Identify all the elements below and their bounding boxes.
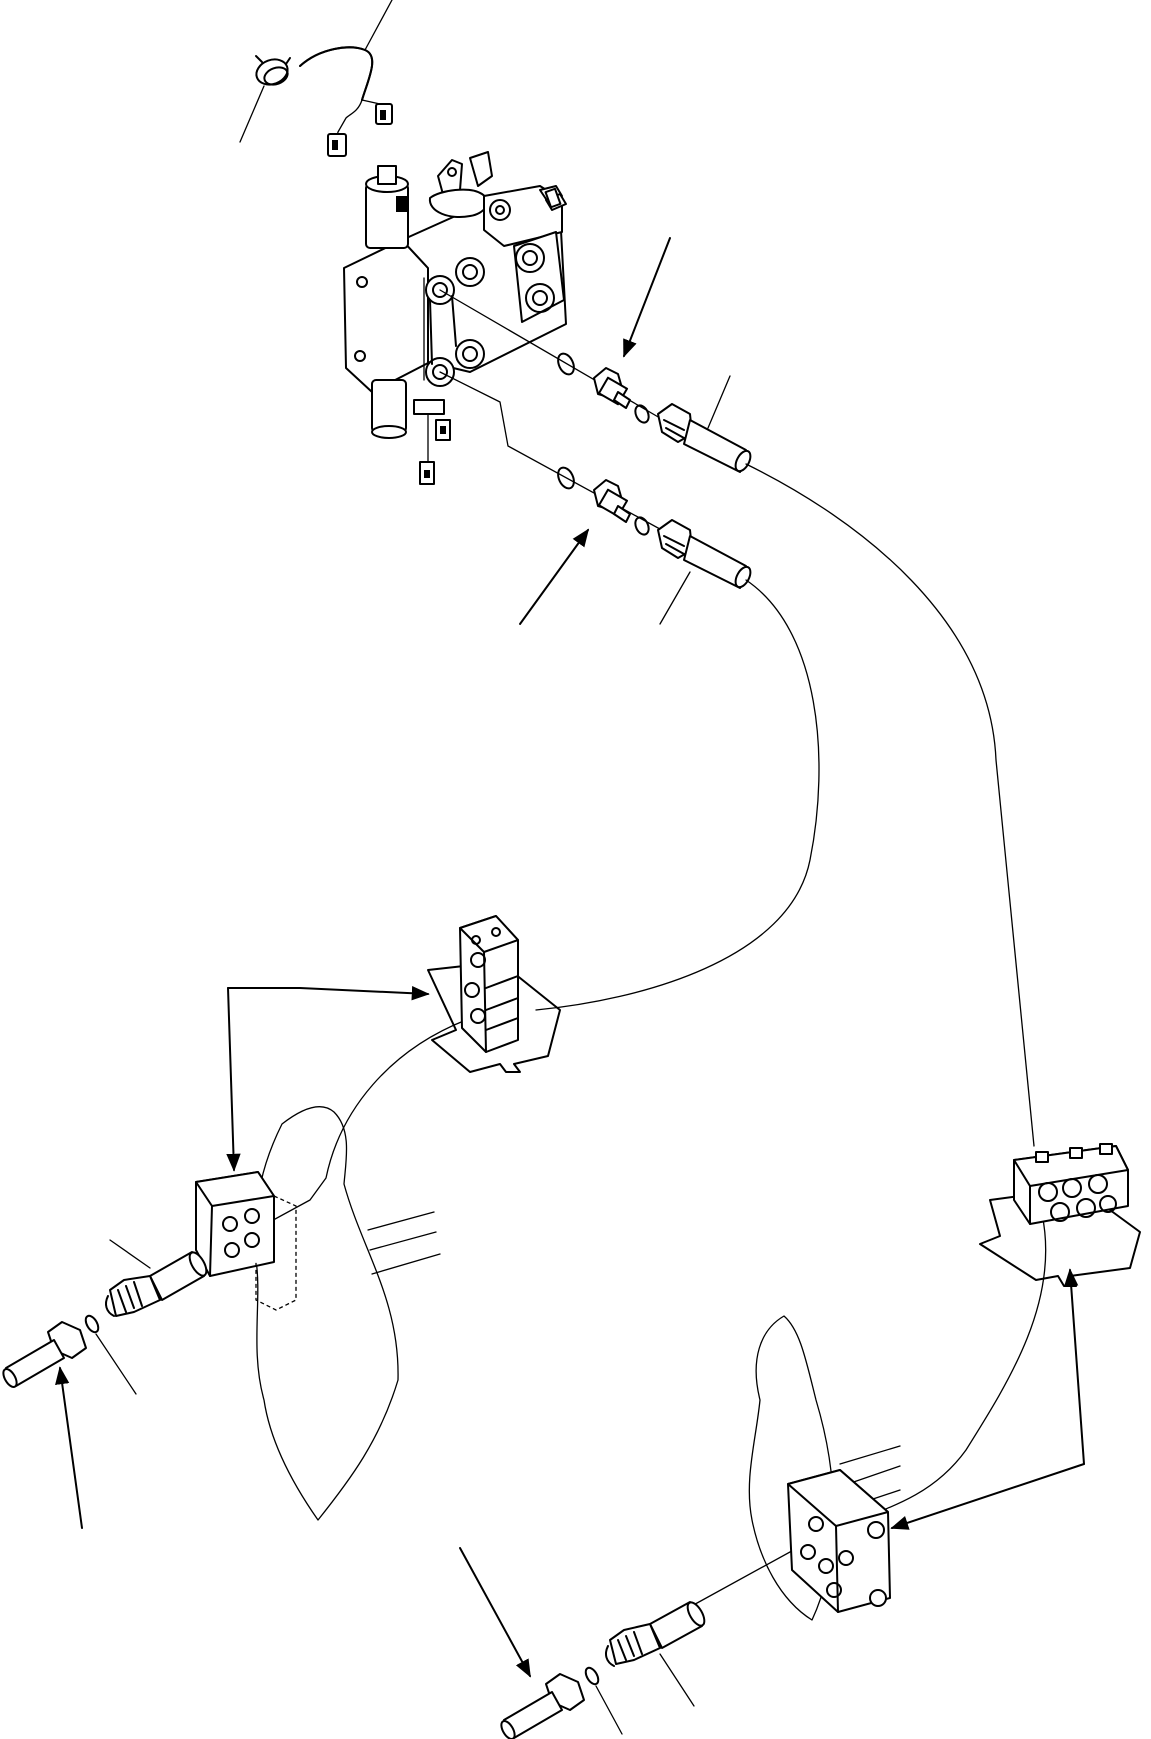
hose-assembly bbox=[657, 519, 752, 589]
arrow-fitting-left bbox=[55, 1366, 83, 1529]
arrow-clamp-block bbox=[227, 986, 430, 1001]
bulkhead-plate bbox=[195, 1171, 297, 1311]
control-valve bbox=[343, 151, 567, 485]
leader-line-oring-right bbox=[595, 1685, 623, 1735]
hose-clamp-block bbox=[427, 915, 561, 1073]
adapter-fitting bbox=[593, 479, 631, 523]
leader-line-harness bbox=[364, 0, 393, 51]
hose-clamp bbox=[255, 55, 291, 86]
hose-line-left bbox=[535, 579, 820, 1011]
arrow-adapter-upper bbox=[623, 237, 671, 358]
hose-line-left-lower bbox=[243, 1019, 467, 1237]
o-ring bbox=[634, 404, 650, 424]
hose-assembly bbox=[105, 1251, 208, 1317]
hose-line-right bbox=[745, 463, 1035, 1147]
leader-line-hose-right bbox=[659, 1653, 695, 1707]
o-ring bbox=[84, 1314, 100, 1334]
hose-clamp-block bbox=[979, 1143, 1141, 1287]
bulkhead-plate bbox=[787, 1469, 891, 1613]
leader-line-oring-left bbox=[95, 1333, 137, 1395]
o-ring bbox=[557, 466, 575, 490]
arrow-adapter-lower bbox=[519, 528, 590, 625]
arrow-fitting-right bbox=[459, 1547, 531, 1678]
o-ring bbox=[584, 1666, 600, 1686]
arrow-bulkhead-left bbox=[226, 987, 241, 1172]
adapter-fitting bbox=[593, 367, 631, 409]
leader-line-hose-upper bbox=[707, 375, 731, 429]
hose-assembly bbox=[657, 403, 752, 473]
arrow-clamp-block-right bbox=[1063, 1268, 1085, 1465]
cylinder-fitting bbox=[2, 1321, 87, 1389]
center-line-lower bbox=[439, 371, 681, 541]
o-ring bbox=[634, 516, 650, 536]
frame-left bbox=[254, 1106, 441, 1521]
arrow-bulkhead-right bbox=[890, 1463, 1085, 1530]
wire-harness bbox=[299, 46, 393, 157]
leader-line-clamp bbox=[239, 85, 265, 143]
leader-line-hose-left bbox=[109, 1239, 151, 1269]
leader-line-hose-lower bbox=[659, 571, 691, 625]
hose-assembly bbox=[605, 1601, 706, 1667]
o-ring bbox=[557, 352, 575, 376]
cylinder-fitting bbox=[500, 1673, 585, 1739]
